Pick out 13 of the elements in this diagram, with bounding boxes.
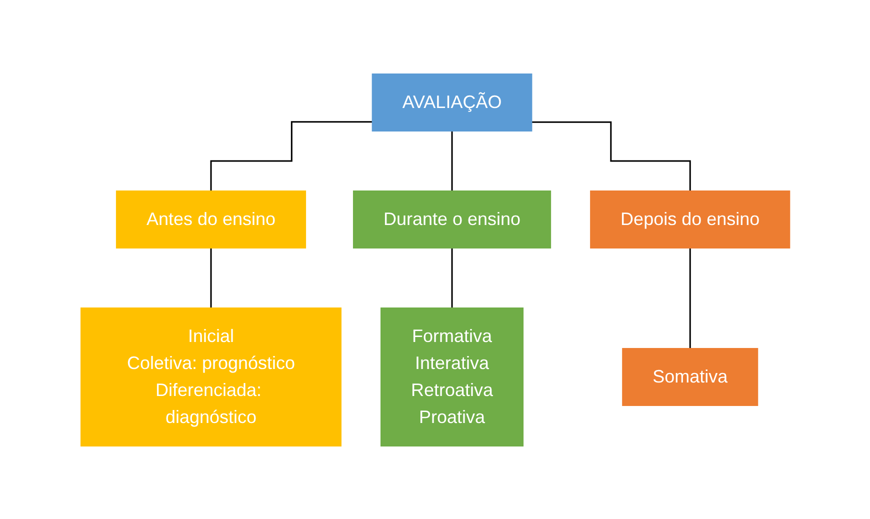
connector bbox=[689, 246, 691, 349]
node-box: AVALIAÇÃO bbox=[372, 73, 532, 131]
connector bbox=[210, 120, 372, 192]
node-box: Depois do ensino bbox=[590, 190, 790, 248]
node-box: Somativa bbox=[622, 348, 758, 406]
connector bbox=[450, 246, 452, 308]
connector bbox=[210, 246, 212, 308]
node-box: Formativa Interativa Retroativa Proativa bbox=[380, 307, 524, 446]
node-box: Durante o ensino bbox=[352, 190, 551, 248]
connector bbox=[531, 120, 691, 192]
connector bbox=[450, 130, 452, 192]
node-box: Antes do ensino bbox=[116, 190, 306, 248]
node-box: Inicial Coletiva: prognóstico Diferenciada: diagnóstico bbox=[80, 307, 342, 446]
